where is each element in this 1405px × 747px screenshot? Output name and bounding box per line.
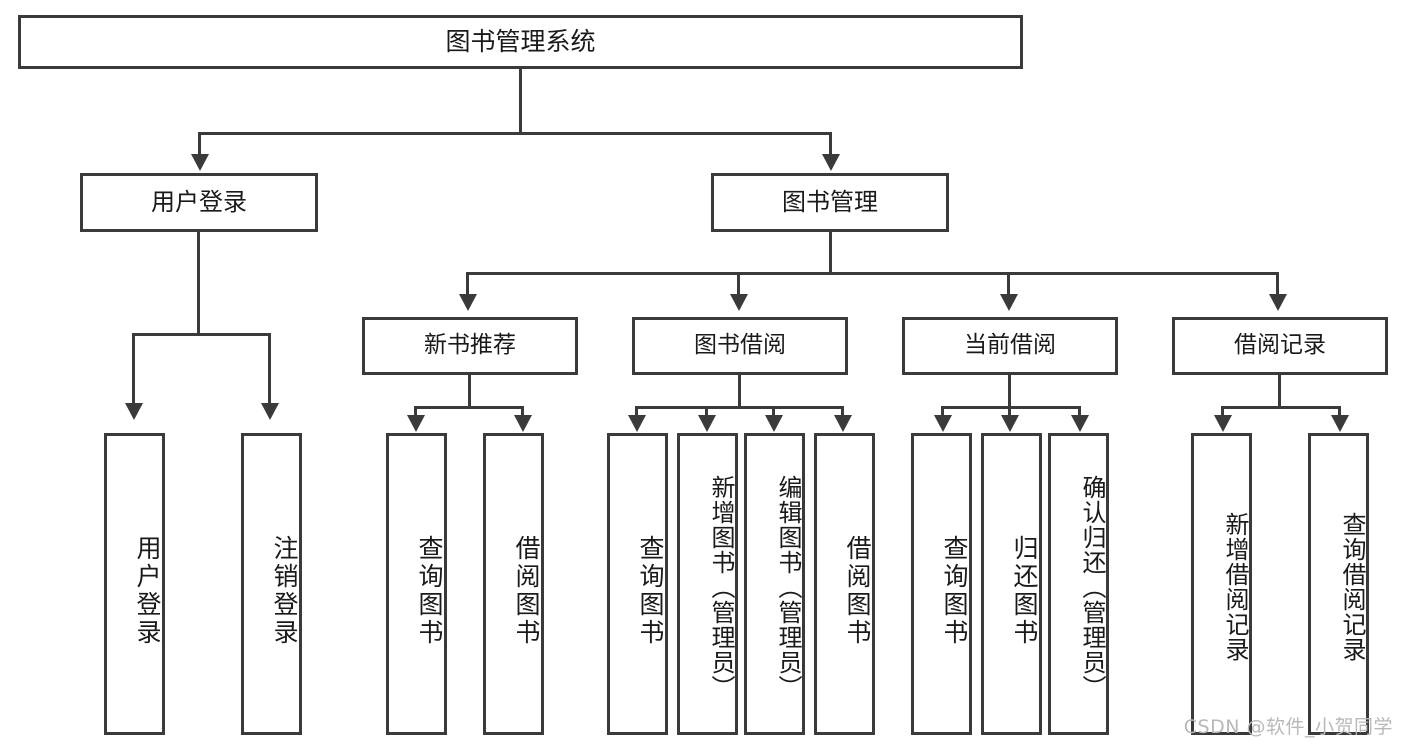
leaf-borrow-edit-book-label: 编辑图书（管理员） <box>774 474 802 700</box>
edge-login-to-leaf2 <box>268 333 271 405</box>
node-new-book-recommend[interactable]: 新书推荐 <box>362 317 578 375</box>
leaf-user-login-label: 用户登录 <box>133 535 162 647</box>
edge-borrow-bar <box>635 406 844 409</box>
node-book-management-label: 图书管理 <box>782 188 878 217</box>
edge-login-stem <box>197 232 200 335</box>
arrowhead-login-leaf2-icon <box>261 403 279 420</box>
arrowhead-record-leaf1-icon <box>1214 415 1232 432</box>
arrowhead-newbook-icon <box>459 294 477 311</box>
arrowhead-current-leaf2-icon <box>1001 415 1019 432</box>
leaf-borrow-add-book[interactable]: 新增图书（管理员） <box>677 433 738 735</box>
leaf-borrow-add-book-label: 新增图书（管理员） <box>707 474 735 700</box>
arrowhead-current-leaf1-icon <box>934 415 952 432</box>
leaf-newbook-borrow[interactable]: 借阅图书 <box>483 433 544 735</box>
edge-root-to-login <box>198 132 201 156</box>
edge-root-stem <box>519 69 522 132</box>
arrowhead-newbook-leaf2-icon <box>514 415 532 432</box>
arrowhead-root-to-bookmgmt-icon <box>822 154 840 171</box>
edge-record-bar <box>1221 406 1341 409</box>
node-new-book-recommend-label: 新书推荐 <box>424 332 516 359</box>
edge-newbook-leaf2 <box>521 406 524 420</box>
leaf-record-add-label: 新增借阅记录 <box>1221 512 1249 662</box>
edge-borrow-leaf4 <box>841 406 844 420</box>
node-book-borrow-label: 图书借阅 <box>694 332 786 359</box>
leaf-record-add[interactable]: 新增借阅记录 <box>1191 433 1252 735</box>
arrowhead-current-icon <box>1000 294 1018 311</box>
arrowhead-borrow-icon <box>730 294 748 311</box>
node-root-label: 图书管理系统 <box>445 27 596 57</box>
edge-login-bar <box>132 333 271 336</box>
edge-borrow-leaf1 <box>635 406 638 420</box>
node-user-login-label: 用户登录 <box>151 188 247 217</box>
arrowhead-borrow-leaf3-icon <box>765 415 783 432</box>
node-current-borrow-label: 当前借阅 <box>964 332 1056 359</box>
arrowhead-root-to-login-icon <box>191 154 209 171</box>
edge-bookmgmt-to-borrow <box>737 272 740 296</box>
leaf-current-query-label: 查询图书 <box>940 535 969 647</box>
edge-newbook-stem <box>468 375 471 409</box>
edge-bookmgmt-to-current <box>1007 272 1010 296</box>
leaf-borrow-query[interactable]: 查询图书 <box>607 433 668 735</box>
leaf-logout-label: 注销登录 <box>270 535 299 647</box>
edge-bookmgmt-to-record <box>1276 272 1279 296</box>
leaf-newbook-query[interactable]: 查询图书 <box>386 433 447 735</box>
edge-record-leaf2 <box>1338 406 1341 420</box>
arrowhead-borrow-leaf2-icon <box>698 415 716 432</box>
arrowhead-login-leaf1-icon <box>125 403 143 420</box>
edge-current-bar <box>941 406 1081 409</box>
leaf-record-query-label: 查询借阅记录 <box>1338 512 1366 662</box>
node-borrow-record[interactable]: 借阅记录 <box>1172 317 1388 375</box>
edge-login-to-leaf1 <box>132 333 135 405</box>
arrowhead-current-leaf3-icon <box>1071 415 1089 432</box>
leaf-current-confirm-return[interactable]: 确认归还（管理员） <box>1048 433 1109 735</box>
edge-current-leaf3 <box>1078 406 1081 420</box>
leaf-current-return[interactable]: 归还图书 <box>981 433 1042 735</box>
leaf-borrow-query-label: 查询图书 <box>636 535 665 647</box>
leaf-newbook-query-label: 查询图书 <box>415 535 444 647</box>
leaf-current-query[interactable]: 查询图书 <box>911 433 972 735</box>
arrowhead-borrow-leaf1-icon <box>628 415 646 432</box>
leaf-newbook-borrow-label: 借阅图书 <box>512 535 541 647</box>
edge-current-stem <box>1008 375 1011 409</box>
edge-current-leaf1 <box>941 406 944 420</box>
edge-newbook-leaf1 <box>414 406 417 420</box>
node-borrow-record-label: 借阅记录 <box>1234 332 1326 359</box>
edge-bookmgmt-to-newbook <box>466 272 469 296</box>
edge-borrow-stem <box>738 375 741 409</box>
arrowhead-borrow-leaf4-icon <box>834 415 852 432</box>
leaf-borrow-edit-book[interactable]: 编辑图书（管理员） <box>744 433 805 735</box>
node-user-login[interactable]: 用户登录 <box>80 173 318 232</box>
leaf-current-return-label: 归还图书 <box>1010 535 1039 647</box>
leaf-logout[interactable]: 注销登录 <box>241 433 302 735</box>
arrowhead-record-icon <box>1269 294 1287 311</box>
node-book-borrow[interactable]: 图书借阅 <box>632 317 848 375</box>
edge-borrow-leaf3 <box>772 406 775 420</box>
edge-root-to-bookmgmt <box>829 132 832 156</box>
leaf-borrow-borrow-book[interactable]: 借阅图书 <box>814 433 875 735</box>
leaf-user-login[interactable]: 用户登录 <box>104 433 165 735</box>
arrowhead-newbook-leaf1-icon <box>407 415 425 432</box>
node-book-management[interactable]: 图书管理 <box>711 173 949 232</box>
edge-bookmgmt-bar <box>466 272 1279 275</box>
edge-current-leaf2 <box>1008 406 1011 420</box>
edge-borrow-leaf2 <box>705 406 708 420</box>
node-current-borrow[interactable]: 当前借阅 <box>902 317 1118 375</box>
leaf-record-query[interactable]: 查询借阅记录 <box>1308 433 1369 735</box>
leaf-current-confirm-return-label: 确认归还（管理员） <box>1078 474 1106 700</box>
arrowhead-record-leaf2-icon <box>1331 415 1349 432</box>
edge-bookmgmt-stem <box>829 232 832 274</box>
node-root[interactable]: 图书管理系统 <box>18 15 1023 69</box>
edge-record-leaf1 <box>1221 406 1224 420</box>
leaf-borrow-borrow-book-label: 借阅图书 <box>843 535 872 647</box>
edge-newbook-bar <box>414 406 524 409</box>
edge-root-bar <box>198 132 832 135</box>
edge-record-stem <box>1278 375 1281 409</box>
